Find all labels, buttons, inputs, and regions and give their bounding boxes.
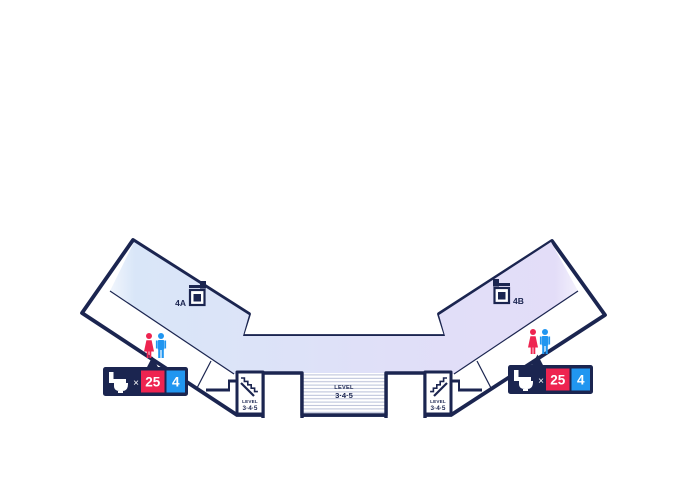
elevator-left-label: 4A	[175, 298, 186, 308]
stair-room-right: LEVEL 3·4·5	[423, 370, 453, 416]
concourse-band	[110, 242, 578, 374]
restroom-figures-right	[528, 329, 551, 367]
female-figure-icon	[144, 333, 154, 358]
toilet-badge-right: × 25 4	[508, 365, 593, 394]
elevator-icon	[493, 279, 511, 305]
elevator-icon	[188, 281, 206, 307]
central-stairs-label-level: LEVEL	[334, 385, 354, 391]
stair-room-right-label-level: LEVEL	[430, 399, 446, 404]
toilet-badge-right-secondary-box	[571, 368, 590, 391]
elevator-right: 4B	[493, 279, 524, 306]
stair-room-left-label-floors: 3·4·5	[243, 405, 258, 412]
band-boundary-right	[453, 290, 579, 375]
pointer-icon	[146, 356, 159, 369]
toilet-badge-left-primary-box	[141, 370, 165, 393]
recess-right	[384, 371, 427, 418]
stairs-icon	[240, 377, 258, 397]
toilet-badge-left: × 25 4	[103, 367, 188, 396]
band-boundary-left	[109, 290, 235, 375]
stair-room-left: LEVEL 3·4·5	[235, 370, 265, 416]
toilet-icon	[109, 372, 128, 393]
elevator-right-label: 4B	[513, 296, 524, 306]
restroom-figures-left	[144, 333, 167, 369]
elevator-left: 4A	[175, 281, 206, 308]
partition-left	[196, 360, 212, 389]
stair-room-right-label-floors: 3·4·5	[431, 405, 446, 412]
central-stairs-label-floors: 3·4·5	[335, 391, 354, 400]
toilet-badge-right-primary-count: 25	[550, 373, 566, 388]
toilet-badge-right-secondary-count: 4	[577, 373, 585, 388]
toilet-icon	[514, 370, 533, 391]
stairs-icon	[430, 377, 448, 397]
toilet-badge-left-secondary-box	[166, 370, 185, 393]
female-figure-icon	[528, 329, 538, 354]
bench-step-icon	[451, 379, 482, 392]
partition-right	[476, 360, 492, 389]
bench-step-icon	[206, 379, 237, 392]
toilet-badge-left-primary-count: 25	[145, 375, 161, 390]
toilet-badge-left-times: ×	[133, 378, 139, 389]
male-figure-icon	[539, 329, 551, 354]
stair-room-left-label-level: LEVEL	[242, 399, 258, 404]
central-stairs: LEVEL 3·4·5	[300, 373, 388, 417]
toilet-badge-right-primary-box	[546, 368, 570, 391]
recess-left	[261, 371, 304, 418]
toilet-badge-right-times: ×	[538, 376, 544, 387]
toilet-badge-left-secondary-count: 4	[172, 375, 180, 390]
male-figure-icon	[155, 333, 167, 358]
pointer-icon	[531, 354, 544, 367]
